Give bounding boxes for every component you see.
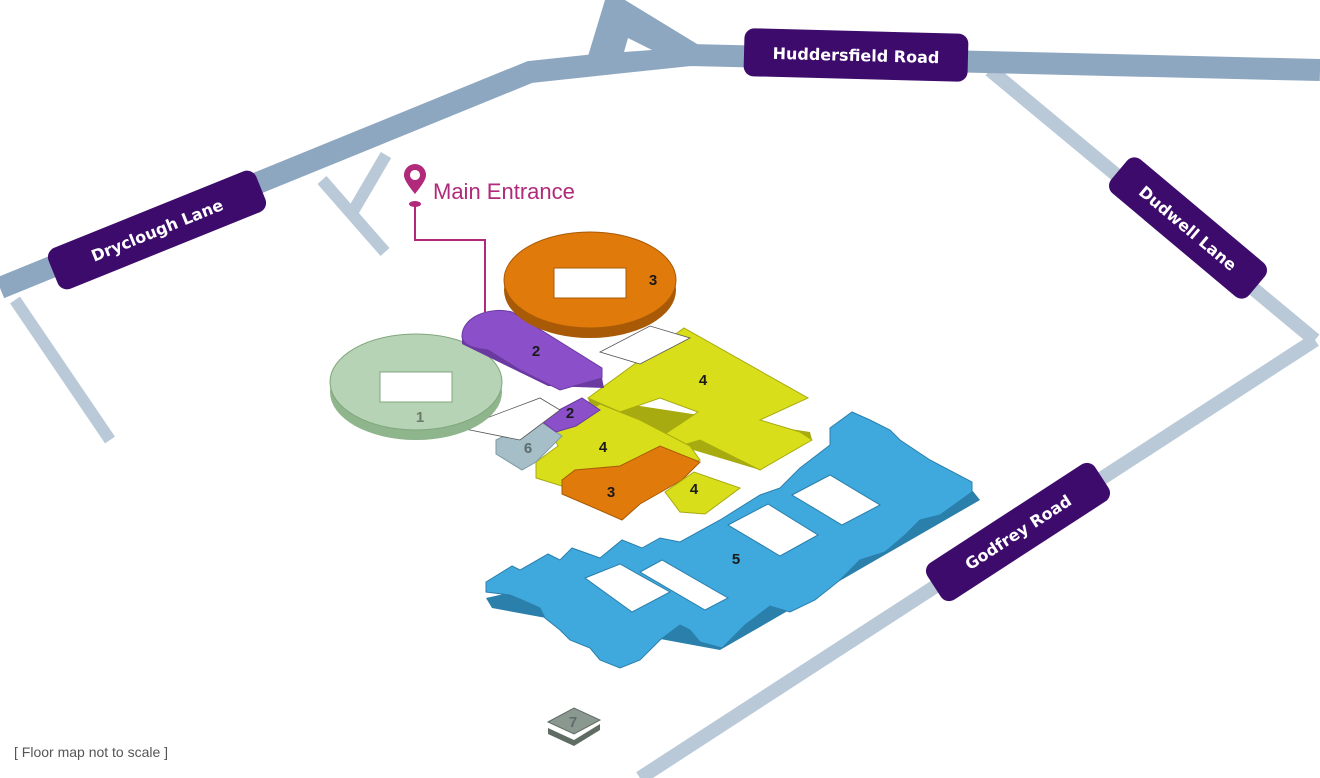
zone-1-building[interactable]: 1 bbox=[329, 333, 503, 440]
zone-5-building[interactable]: 5 bbox=[485, 411, 980, 669]
zone-2-building-large[interactable]: 2 bbox=[461, 310, 604, 391]
zone-5-courtyard-a bbox=[583, 563, 672, 613]
road-minor-west bbox=[10, 296, 115, 444]
road-minor-spur-a bbox=[317, 176, 390, 256]
zone-3-courtyard bbox=[553, 267, 627, 299]
road-sign-huddersfield: Huddersfield Road bbox=[743, 28, 969, 82]
zone-3-building-large[interactable]: 3 bbox=[503, 231, 677, 338]
road-name-huddersfield: Huddersfield Road bbox=[772, 44, 939, 67]
zone-2b-label: 2 bbox=[566, 405, 574, 422]
zone-4b-label: 4 bbox=[599, 439, 608, 456]
zone-3b-label: 3 bbox=[607, 484, 615, 501]
zone-4a-label: 4 bbox=[699, 372, 708, 389]
zone-5-label: 5 bbox=[732, 551, 740, 568]
zone-1-courtyard bbox=[379, 371, 453, 403]
scale-note: [ Floor map not to scale ] bbox=[14, 744, 169, 760]
main-entrance-marker[interactable]: Main Entrance bbox=[404, 164, 575, 312]
road-minor-spur-b bbox=[346, 151, 392, 217]
zone-6-label: 6 bbox=[524, 440, 532, 457]
zone-3a-label: 3 bbox=[649, 272, 657, 289]
entrance-label: Main Entrance bbox=[433, 179, 575, 204]
road-name-dudwell: Dudwell Lane bbox=[1135, 182, 1240, 275]
zone-4-building-small[interactable]: 4 bbox=[664, 471, 742, 515]
connector-walkway-north bbox=[598, 325, 692, 365]
zone-1-label: 1 bbox=[416, 409, 424, 426]
road-sign-dryclough: Dryclough Lane bbox=[47, 170, 267, 290]
buildings: 5 4 4 3 4 6 2 bbox=[329, 231, 980, 746]
map-pin-icon bbox=[404, 164, 426, 194]
connector-walkway bbox=[458, 397, 561, 441]
road-junction-island bbox=[624, 38, 652, 52]
road-sign-dudwell: Dudwell Lane bbox=[1109, 157, 1267, 299]
zone-2a-label: 2 bbox=[532, 343, 540, 360]
zone-7-label: 7 bbox=[569, 714, 577, 731]
zone-5-courtyard-d bbox=[790, 474, 882, 526]
zone-5-courtyard-b bbox=[638, 559, 730, 611]
road-junction bbox=[585, 0, 720, 66]
zone-5-courtyard-c bbox=[726, 503, 819, 557]
zone-7-building[interactable]: 7 bbox=[546, 707, 602, 746]
zone-4c-label: 4 bbox=[690, 481, 699, 498]
zone-2-building-small[interactable]: 2 bbox=[539, 397, 601, 433]
entrance-pin-base bbox=[409, 201, 421, 207]
entrance-leader-line bbox=[414, 204, 486, 312]
zone-4-building-large[interactable]: 4 bbox=[587, 327, 813, 471]
